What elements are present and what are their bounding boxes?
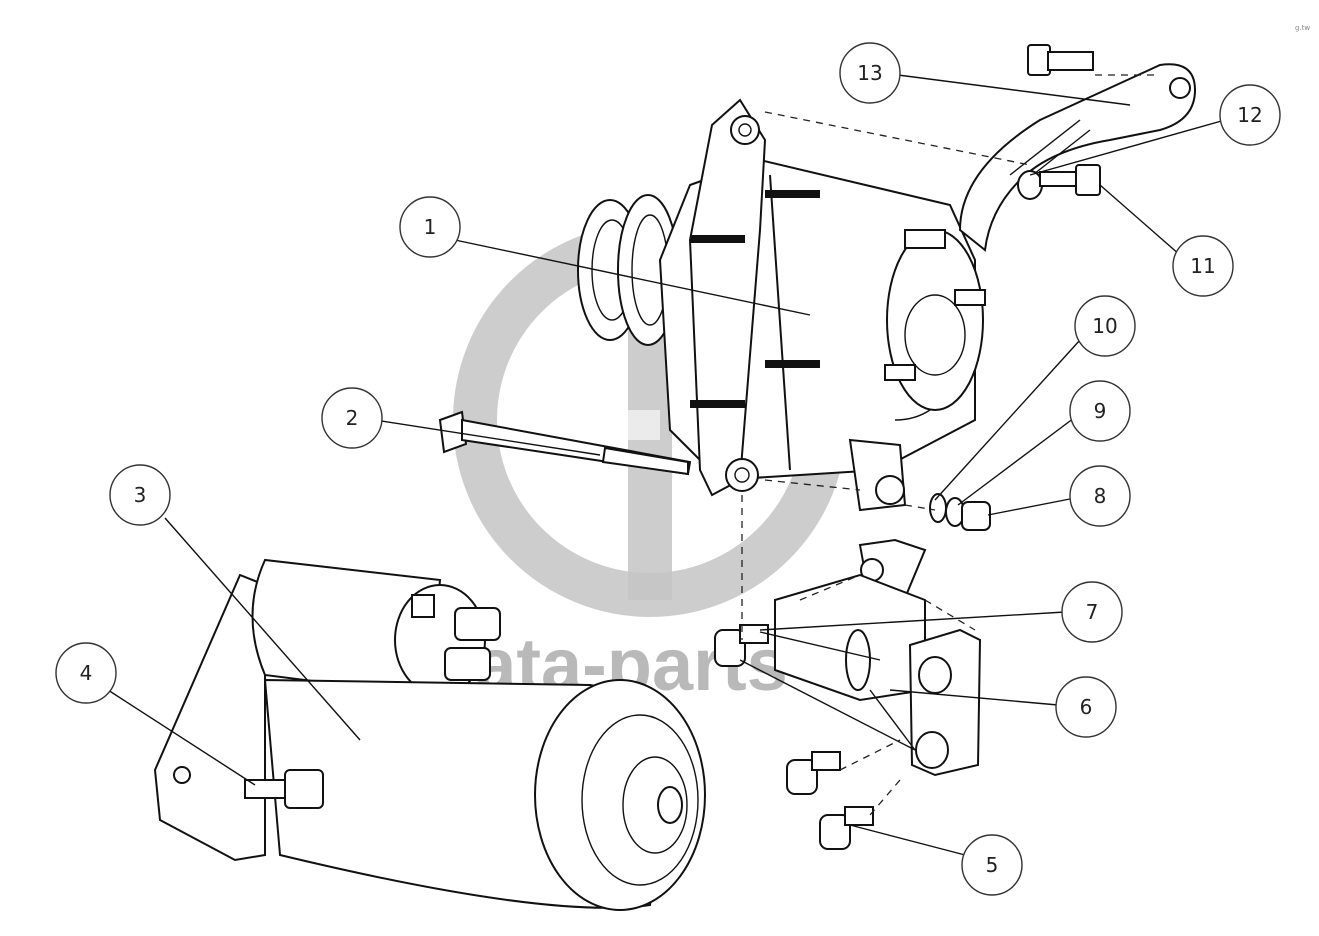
callout-1: 1 [399, 196, 461, 258]
washers-nut [929, 493, 991, 531]
callout-label: 7 [1086, 600, 1099, 624]
callout-label: 1 [424, 215, 437, 239]
callout-2: 2 [321, 387, 383, 449]
callout-label: 11 [1190, 254, 1215, 278]
mount-bracket [774, 538, 982, 777]
callout-label: 6 [1080, 695, 1093, 719]
callout-label: 9 [1094, 399, 1107, 423]
callout-5: 5 [961, 834, 1023, 896]
callout-3: 3 [109, 464, 171, 526]
callout-label: 12 [1237, 103, 1262, 127]
callout-9: 9 [1069, 380, 1131, 442]
callout-10: 10 [1074, 295, 1136, 357]
callout-label: 3 [134, 483, 147, 507]
leader-lines [107, 74, 1226, 856]
callout-label: 10 [1092, 314, 1117, 338]
callout-label: 5 [986, 853, 999, 877]
callout-7: 7 [1061, 581, 1123, 643]
callout-4: 4 [55, 642, 117, 704]
callout-13: 13 [839, 42, 901, 104]
bolt-top [1027, 44, 1094, 76]
callout-label: 2 [346, 406, 359, 430]
adjuster-bracket [958, 63, 1197, 252]
callout-label: 13 [857, 61, 882, 85]
starter-motor [153, 558, 706, 911]
bolts-5 [786, 751, 874, 850]
corner-mark: g.tw [1295, 24, 1310, 32]
callout-8: 8 [1069, 465, 1131, 527]
bolt-11 [1039, 164, 1101, 196]
alternator [577, 98, 986, 512]
callout-label: 8 [1094, 484, 1107, 508]
bolt-4 [244, 769, 324, 809]
callout-6: 6 [1055, 676, 1117, 738]
callout-label: 4 [80, 661, 93, 685]
callout-11: 11 [1172, 235, 1234, 297]
callout-12: 12 [1219, 84, 1281, 146]
